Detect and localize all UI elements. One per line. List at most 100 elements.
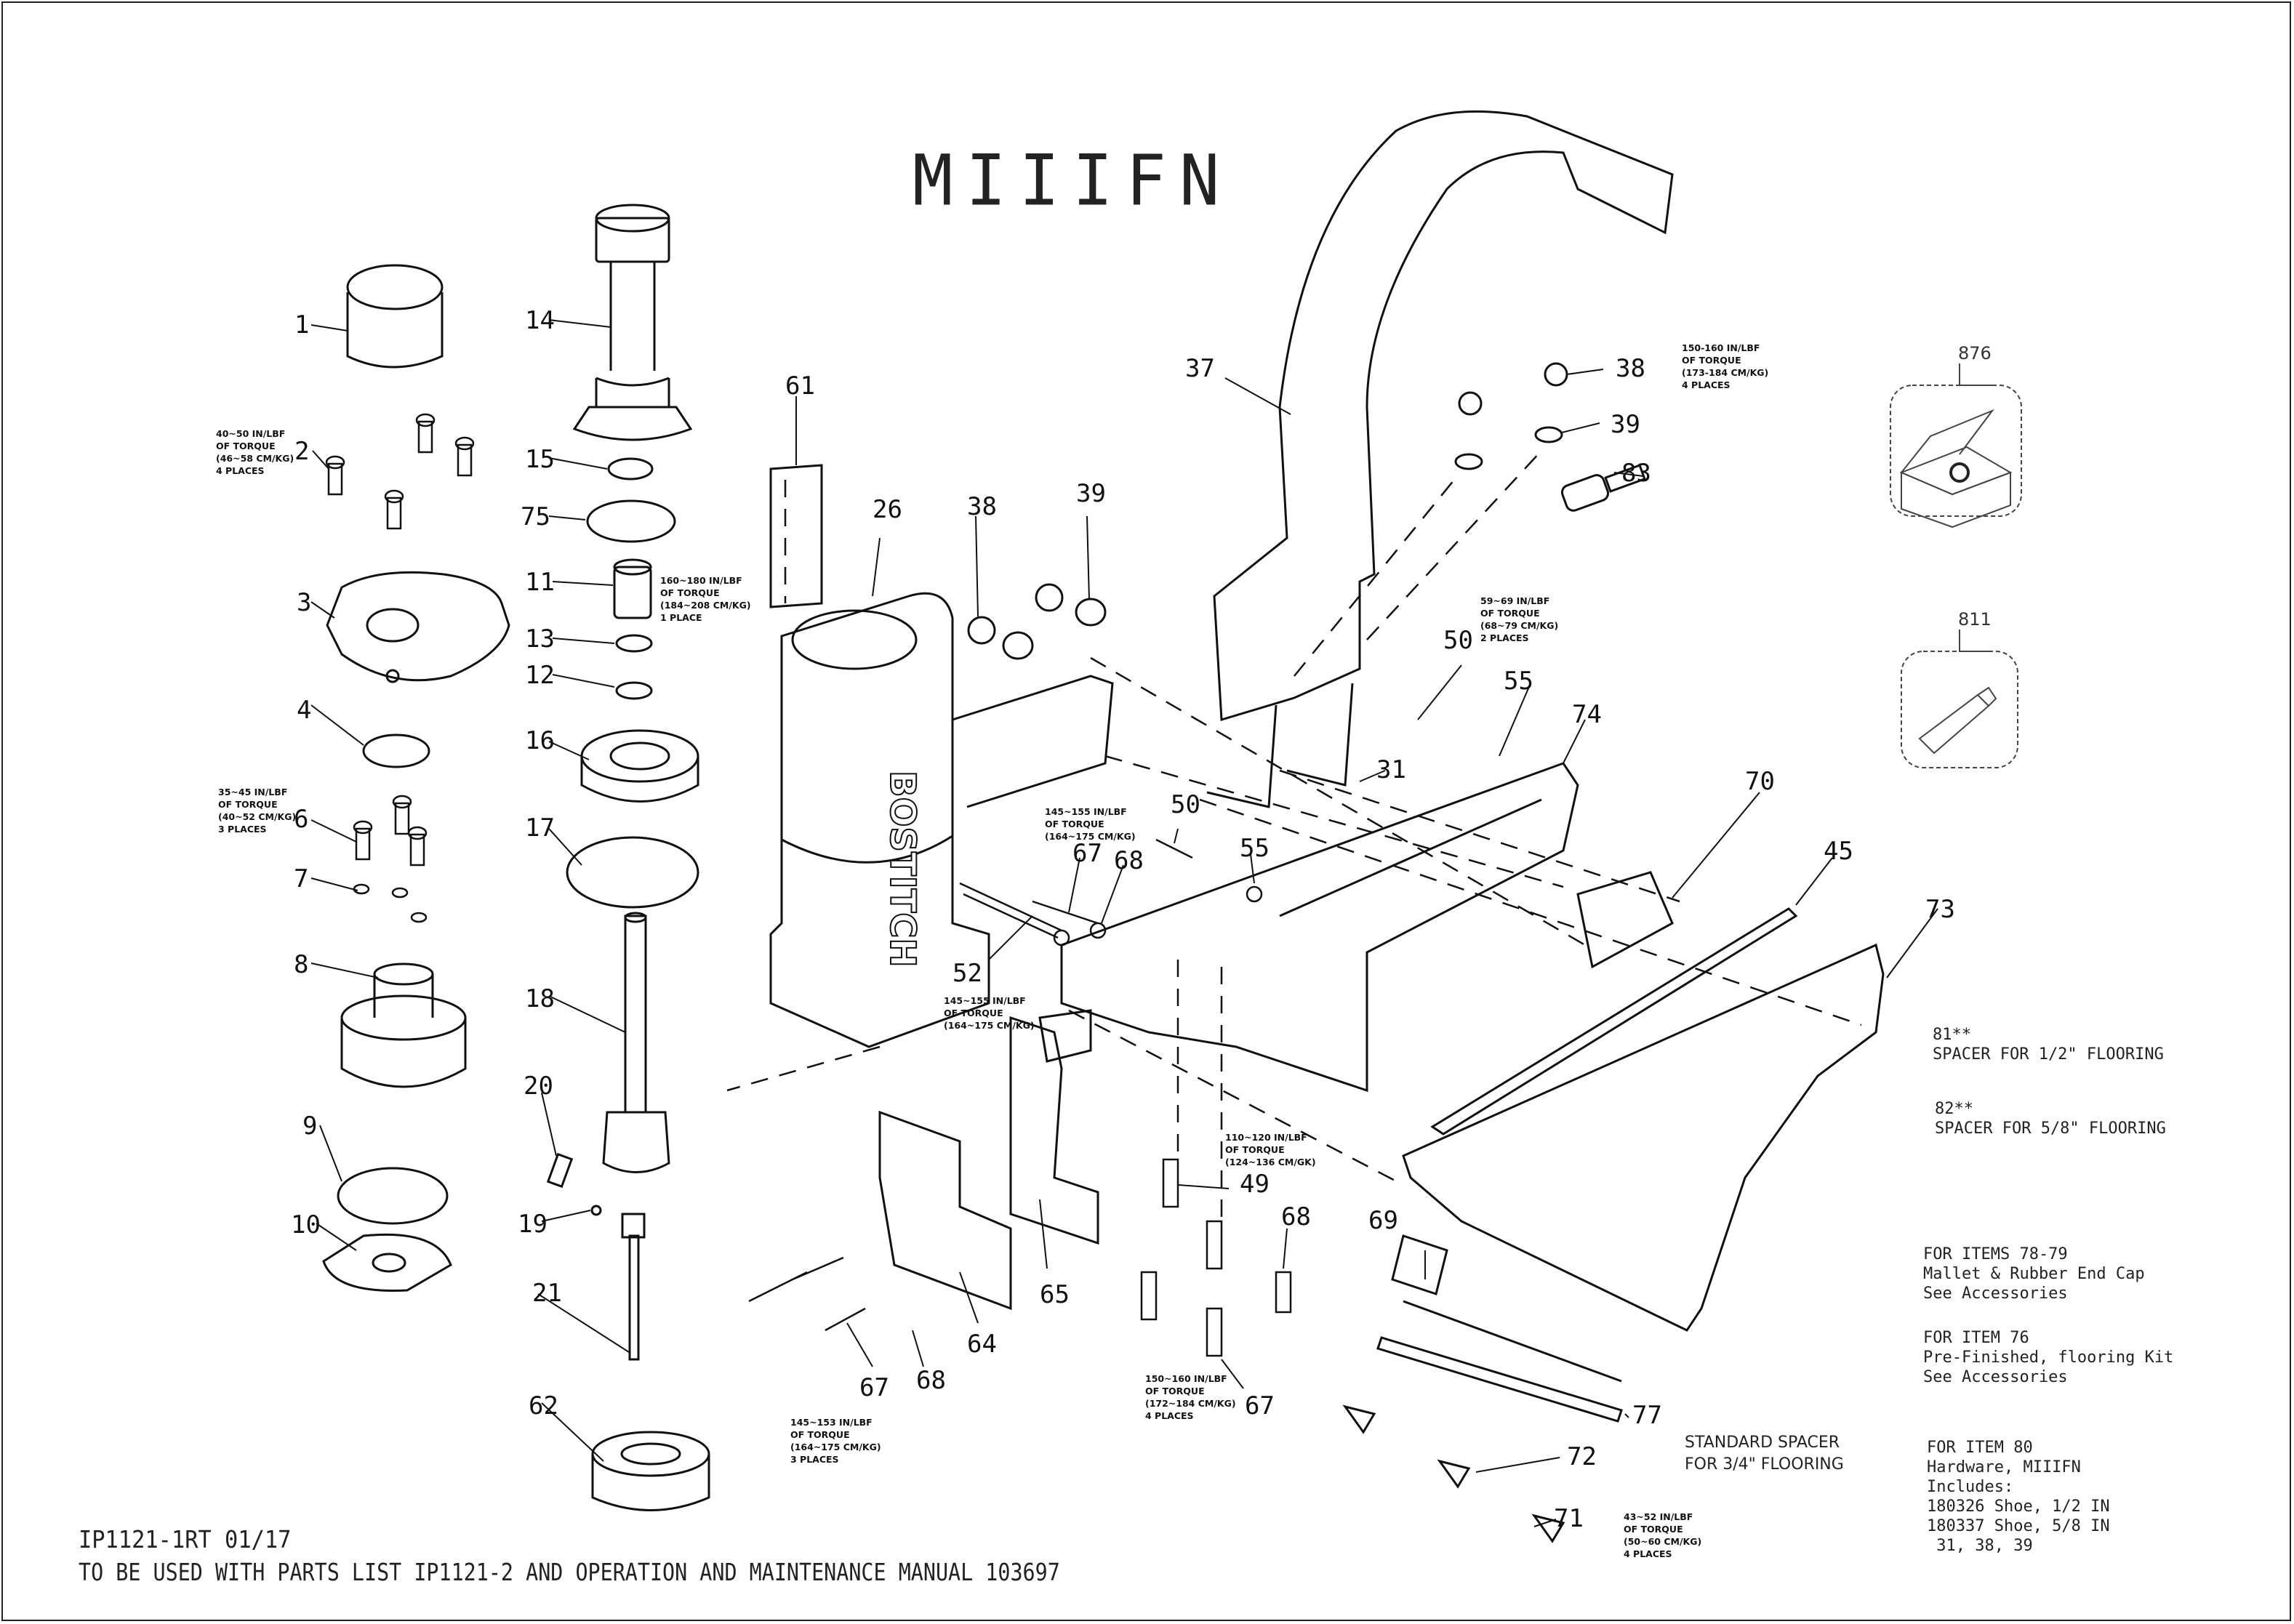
part-13-o-ring — [615, 634, 653, 653]
callout-part-10: 10 — [291, 1210, 321, 1239]
callout-part-14: 14 — [525, 306, 555, 335]
part-6-screws — [353, 795, 428, 867]
part-8-piston — [340, 962, 467, 1088]
callout-part-3: 3 — [297, 588, 311, 617]
part-38-nuts-center — [967, 583, 1064, 645]
callout-part-70: 70 — [1745, 767, 1775, 796]
note-item-76: FOR ITEM 76 Pre-Finished, flooring Kit S… — [1923, 1329, 2174, 1386]
callout-part-50: 50 — [1443, 626, 1473, 655]
callout-leaders — [310, 319, 1938, 1527]
part-4-seal — [362, 733, 430, 768]
callout-part-2: 2 — [294, 437, 309, 466]
torque-note-part-38: 150-160 IN/LBF OF TORQUE (173-184 CM/KG)… — [1682, 342, 1769, 390]
part-39-washers-center — [1002, 598, 1107, 660]
part-83-fitting — [1560, 464, 1646, 512]
callout-part-38: 38 — [967, 492, 997, 521]
callout-part-65: 65 — [1040, 1280, 1070, 1309]
torque-note-part-2: 40~50 IN/LBF OF TORQUE (46~58 CM/KG) 4 P… — [216, 428, 294, 476]
callout-part-20: 20 — [524, 1072, 553, 1101]
callout-part-71: 71 — [1554, 1504, 1584, 1533]
standard-spacer-note: STANDARD SPACER FOR 3/4" FLOORING — [1685, 1432, 1844, 1476]
part-18-driver — [602, 912, 670, 1173]
callout-part-83: 83 — [1621, 459, 1651, 488]
callout-part-45: 45 — [1824, 837, 1853, 866]
callout-part-16: 16 — [525, 726, 555, 755]
torque-note-part-71: 43~52 IN/LBF OF TORQUE (50~60 CM/KG) 4 P… — [1624, 1511, 1702, 1559]
callout-part-67: 67 — [859, 1373, 889, 1402]
part-74-frame — [1060, 762, 1579, 1093]
part-71-72-77-spacers — [1342, 1300, 1623, 1543]
callout-part-15: 15 — [525, 445, 555, 474]
callout-part-18: 18 — [525, 984, 555, 1013]
callout-part-11: 11 — [525, 568, 555, 597]
part-70-latch — [1576, 871, 1674, 969]
note-spacer-five-eighths: 82** SPACER FOR 5/8" FLOORING — [1935, 1100, 2166, 1138]
callout-part-12: 12 — [525, 661, 555, 690]
part-1-cap — [346, 264, 444, 369]
torque-note-part-52: 145~155 IN/LBF OF TORQUE (164~175 CM/KG) — [944, 995, 1035, 1031]
part-14-cylinder — [572, 204, 693, 441]
part-62-bumper — [591, 1431, 710, 1511]
torque-note-part-50: 59~69 IN/LBF OF TORQUE (68~79 CM/KG) 2 P… — [1480, 595, 1559, 643]
callout-part-50: 50 — [1171, 790, 1200, 819]
standard-spacer-line2: FOR 3/4" FLOORING — [1685, 1455, 1844, 1474]
part-19-ball — [590, 1205, 602, 1216]
part-3-cylinder-cap — [326, 571, 510, 683]
lubricant-tube-icon — [1901, 630, 2018, 768]
part-2-screws — [325, 413, 475, 530]
part-52-67-68-bolts — [748, 838, 1292, 1357]
callout-part-19: 19 — [518, 1210, 548, 1239]
callout-part-38: 38 — [1616, 354, 1645, 383]
callout-part-68: 68 — [1281, 1202, 1311, 1231]
callout-part-55: 55 — [1504, 667, 1533, 696]
part-15-o-ring — [607, 457, 654, 481]
kit-box-icon — [1890, 363, 2022, 528]
callout-part-4: 4 — [297, 696, 311, 725]
drawing-title: MIIIFN — [913, 140, 1233, 222]
part-10-washer — [322, 1233, 452, 1292]
part-31-pins — [1206, 683, 1354, 808]
part-26-housing: BOSTITCH — [769, 592, 1114, 1048]
callout-part-67: 67 — [1245, 1391, 1275, 1420]
callout-part-68: 68 — [916, 1366, 946, 1395]
part-75-seal — [586, 499, 676, 543]
torque-note-part-49: 110~120 IN/LBF OF TORQUE (124~136 CM/GK) — [1225, 1132, 1316, 1167]
part-17-seal — [566, 836, 699, 909]
callout-part-73: 73 — [1925, 895, 1955, 924]
callout-part-61: 61 — [785, 371, 815, 401]
callout-part-49: 49 — [1240, 1170, 1270, 1199]
callout-part-39: 39 — [1076, 479, 1106, 508]
part-45-rail — [1430, 907, 1798, 1135]
torque-note-part-67: 145~155 IN/LBF OF TORQUE (164~175 CM/KG) — [1045, 806, 1136, 842]
callout-part-74: 74 — [1572, 700, 1602, 729]
torque-note-part-6: 35~45 IN/LBF OF TORQUE (40~52 CM/KG) 3 P… — [218, 787, 297, 835]
torque-note-part-11: 160~180 IN/LBF OF TORQUE (184~208 CM/KG)… — [660, 575, 751, 623]
torque-note-part-67-left: 145~153 IN/LBF OF TORQUE (164~175 CM/KG)… — [790, 1417, 881, 1465]
document-footer-note: TO BE USED WITH PARTS LIST IP1121-2 AND … — [79, 1558, 1060, 1586]
part-37-handle — [1213, 110, 1674, 721]
part-20-pin — [546, 1152, 574, 1189]
callout-part-9: 9 — [302, 1112, 317, 1141]
callout-part-31: 31 — [1376, 755, 1406, 784]
part-11-valve-nut — [613, 558, 652, 619]
part-38-39-hardware-right — [1454, 362, 1568, 470]
callout-part-64: 64 — [967, 1330, 997, 1359]
torque-note-part-67-lower: 150~160 IN/LBF OF TORQUE (172~184 CM/KG)… — [1145, 1373, 1236, 1421]
note-items-78-79: FOR ITEMS 78-79 Mallet & Rubber End Cap … — [1923, 1245, 2145, 1303]
callout-part-6: 6 — [294, 805, 308, 834]
callout-part-7: 7 — [294, 864, 308, 893]
callout-part-17: 17 — [525, 813, 555, 843]
bostitch-logo: BOSTITCH — [882, 771, 923, 968]
callout-part-75: 75 — [521, 502, 550, 531]
callout-part-69: 69 — [1368, 1206, 1398, 1235]
part-61-gasket — [769, 464, 823, 608]
part-64-65-plates — [878, 1016, 1099, 1311]
accessory-876-label: 876 — [1958, 343, 1992, 363]
callout-part-77: 77 — [1632, 1401, 1662, 1430]
assembly-guide-lines — [726, 450, 1862, 1221]
callout-part-13: 13 — [525, 624, 555, 654]
part-73-base — [1402, 943, 1885, 1332]
